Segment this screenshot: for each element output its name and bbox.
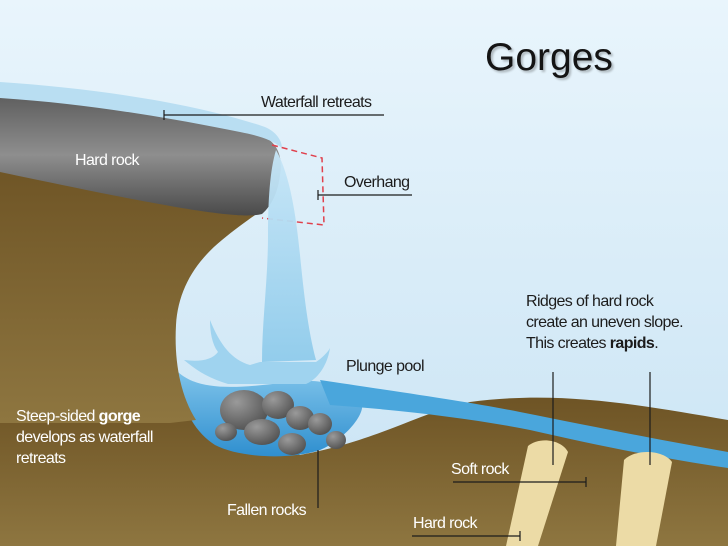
leader-lines: [163, 110, 651, 541]
label-ridges-description: Ridges of hard rock create an uneven slo…: [526, 291, 684, 354]
waterfall: [262, 150, 316, 362]
label-gorge-description: Steep-sided gorge develops as waterfall …: [16, 406, 153, 469]
ridges-text-line1: Ridges of hard rock: [526, 293, 654, 310]
label-waterfall-retreats: Waterfall retreats: [261, 94, 372, 111]
label-soft-rock: Soft rock: [451, 461, 509, 478]
label-hard-rock-top: Hard rock: [75, 152, 140, 169]
splash: [184, 320, 330, 384]
gorge-text-bold: gorge: [98, 408, 141, 425]
ridges-text-line2: create an uneven slope.: [526, 314, 684, 331]
river-surface: [320, 380, 728, 468]
fallen-rocks-pile: [215, 390, 346, 455]
cliff-ground: [0, 160, 270, 423]
gorge-text-line2: develops as waterfall: [16, 429, 153, 446]
gorge-text-pre: Steep-sided: [16, 408, 99, 425]
overhang-outline: [261, 144, 325, 226]
label-fallen-rocks: Fallen rocks: [227, 502, 307, 519]
ridges-text-pre: This creates: [526, 335, 610, 352]
label-hard-rock-bottom: Hard rock: [413, 515, 478, 532]
ridge-2: [616, 451, 672, 546]
upper-river: [0, 82, 282, 148]
ridges-text-post: .: [654, 335, 659, 352]
gorge-text-line3: retreats: [16, 450, 66, 467]
ridge-1: [506, 440, 568, 546]
diagram-title: Gorges: [485, 36, 613, 79]
label-overhang: Overhang: [344, 174, 410, 191]
ridges-text-bold: rapids: [609, 335, 655, 352]
label-plunge-pool: Plunge pool: [346, 358, 425, 375]
